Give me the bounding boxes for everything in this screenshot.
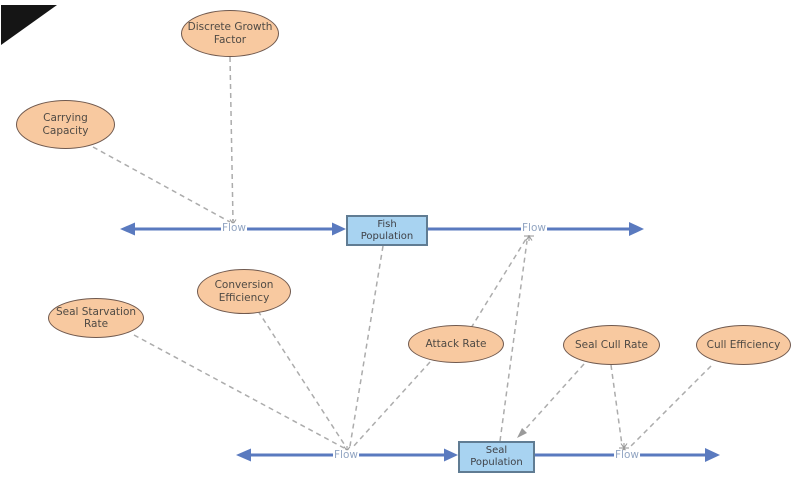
link-cull-efficiency-to-seal-outflow[interactable]: [630, 365, 712, 447]
link-seal-population-to-fish-outflow[interactable]: [499, 240, 528, 442]
link-attack-rate-to-seal-inflow[interactable]: [351, 361, 431, 449]
flow-label-seal-outflow[interactable]: Flow: [614, 449, 640, 462]
link-seal-starvation-to-seal-inflow[interactable]: [133, 334, 345, 449]
variable-label: Seal Starvation Rate: [55, 305, 137, 330]
link-fish-population-to-seal-inflow[interactable]: [349, 245, 384, 447]
variable-carrying-capacity[interactable]: Carrying Capacity: [16, 100, 115, 149]
variable-label: Discrete Growth Factor: [187, 21, 273, 46]
variable-cull-efficiency[interactable]: Cull Efficiency: [696, 325, 791, 365]
variable-conversion-efficiency[interactable]: Conversion Efficiency: [197, 269, 291, 314]
link-discrete-growth-to-fish-inflow[interactable]: [229, 56, 234, 222]
variable-attack-rate[interactable]: Attack Rate: [408, 325, 504, 363]
stock-label: Fish Population: [360, 218, 414, 242]
stock-seal-population[interactable]: Seal Population: [458, 441, 535, 473]
link-carrying-capacity-to-fish-inflow[interactable]: [92, 146, 231, 223]
variable-label: Carrying Capacity: [42, 112, 89, 137]
flow-label-seal-inflow[interactable]: Flow: [333, 449, 359, 462]
variable-label: Cull Efficiency: [706, 338, 781, 351]
flow-label-fish-inflow[interactable]: Flow: [221, 222, 247, 235]
variable-label: Attack Rate: [425, 337, 487, 350]
stock-label: Seal Population: [470, 445, 523, 468]
link-arrowhead: [517, 428, 527, 438]
stock-fish-population[interactable]: Fish Population: [346, 215, 428, 246]
variable-label: Conversion Efficiency: [214, 279, 274, 304]
variable-seal-starvation-rate[interactable]: Seal Starvation Rate: [48, 298, 144, 338]
variable-seal-cull-rate[interactable]: Seal Cull Rate: [563, 325, 660, 365]
link-conversion-efficiency-to-seal-inflow[interactable]: [257, 310, 347, 448]
link-seal-cull-rate-to-seal-population[interactable]: [520, 363, 585, 435]
variable-label: Seal Cull Rate: [574, 338, 649, 351]
variable-discrete-growth-factor[interactable]: Discrete Growth Factor: [181, 10, 279, 57]
link-seal-cull-rate-to-seal-outflow[interactable]: [610, 364, 623, 446]
flow-label-fish-outflow[interactable]: Flow: [521, 222, 547, 235]
